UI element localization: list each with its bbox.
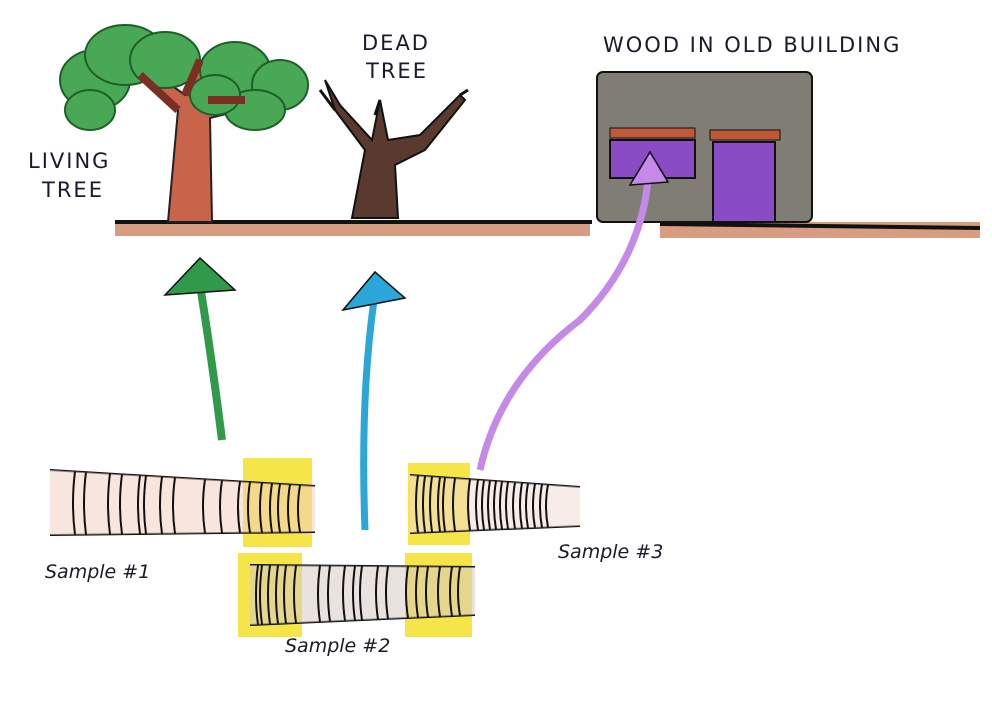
ground [115, 220, 981, 238]
tree-ring [107, 473, 111, 535]
tree-ring [449, 566, 453, 617]
tree-ring [442, 477, 446, 532]
living-tree [59, 24, 309, 223]
tree-ring [267, 565, 271, 625]
tree-ring [519, 482, 523, 529]
label-building: WOOD IN OLD BUILDING [603, 33, 901, 57]
tree-ring [342, 565, 346, 621]
tree-ring [317, 565, 321, 623]
tree-ring [143, 475, 147, 535]
tree-ring [499, 481, 503, 530]
tree-ring [287, 484, 291, 533]
arrow-blue [341, 270, 407, 531]
dead-tree [318, 79, 469, 219]
tree-ring [293, 565, 297, 624]
tree-ring [457, 566, 461, 616]
tree-ring [327, 565, 331, 622]
tree-ring [269, 483, 273, 533]
tree-ring [237, 481, 241, 534]
tree-ring [202, 479, 206, 534]
label-sample-2: Sample #2 [285, 635, 390, 657]
tree-ring [375, 565, 379, 620]
tree-ring [422, 475, 426, 533]
building-door [712, 141, 776, 223]
tree-ring [475, 479, 479, 531]
tree-ring [437, 476, 441, 532]
tree-ring [467, 479, 471, 531]
tree-ring [525, 483, 529, 529]
tree-ring [493, 480, 497, 530]
tree-ring [297, 484, 301, 533]
tree-ring [481, 480, 485, 531]
tree-ring [219, 480, 223, 534]
tree-ring [415, 475, 419, 533]
tree-ring [72, 471, 76, 535]
tree-ring [429, 476, 433, 533]
tree-ring [283, 565, 287, 624]
tree-ring [119, 474, 123, 535]
tree-ring [277, 483, 281, 533]
tree-ring [255, 564, 259, 625]
tree-ring [385, 566, 389, 620]
tree-ring [425, 566, 429, 618]
tree-ring [405, 566, 409, 619]
tree-ring [83, 472, 87, 535]
tree-ring [159, 476, 163, 534]
label-living-tree-line1: LIVING [28, 149, 110, 173]
tree-ring [172, 477, 176, 534]
tree-ring [437, 566, 441, 617]
arrow-green [163, 256, 237, 441]
label-dead-tree-line1: DEAD [362, 31, 430, 55]
tree-ring [532, 483, 536, 529]
tree-ring [539, 484, 543, 528]
tree-ring [275, 565, 279, 624]
label-sample-3: Sample #3 [558, 541, 663, 563]
tree-ring [487, 480, 491, 530]
label-living-tree-line2: TREE [41, 178, 104, 202]
tree-ring [137, 475, 141, 535]
tree-ring [352, 565, 356, 621]
tree-ring [259, 564, 263, 625]
tree-ring [247, 481, 251, 533]
label-dead-tree-line2: TREE [365, 59, 428, 83]
tree-ring [512, 482, 516, 529]
tree-ring [259, 482, 263, 533]
tree-ring [505, 481, 509, 530]
tree-ring [545, 484, 549, 528]
sample-2-core [250, 565, 475, 625]
arrow-purple [476, 150, 670, 471]
tree-ring [452, 478, 456, 532]
tree-ring [359, 565, 363, 621]
tree-ring [415, 566, 419, 618]
old-building [596, 71, 813, 223]
label-sample-1: Sample #1 [45, 561, 150, 583]
